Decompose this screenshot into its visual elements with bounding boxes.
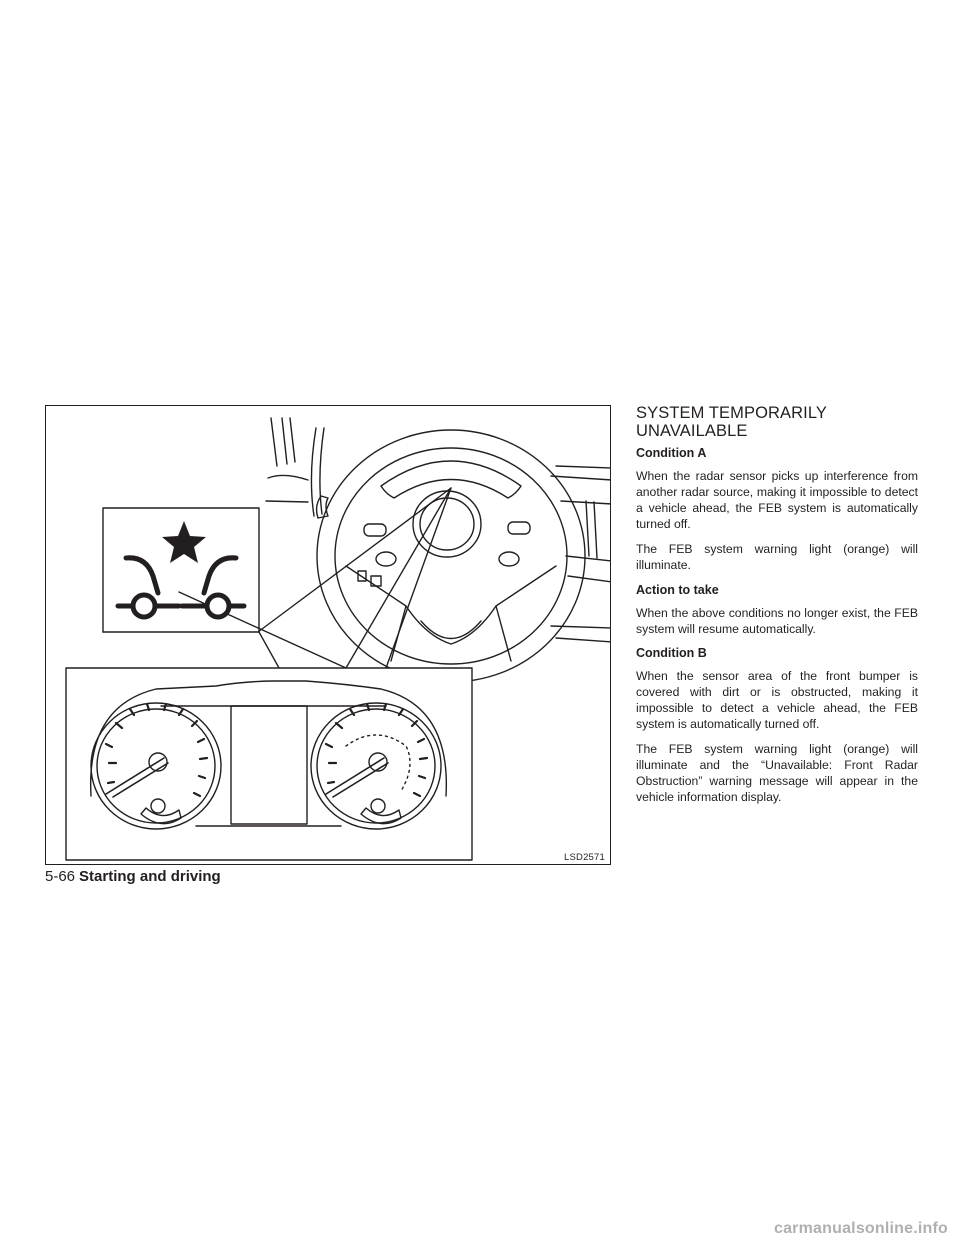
figure-code: LSD2571: [561, 852, 607, 863]
paragraph: When the above conditions no longer exis…: [636, 605, 918, 636]
paragraph: When the radar sensor picks up interfere…: [636, 469, 918, 532]
heading-action-to-take: Action to take: [636, 582, 719, 597]
text-blocks: Condition A When the radar sensor picks …: [636, 446, 918, 806]
instrument-cluster: [65, 667, 473, 861]
footer-section-name: Starting and driving: [79, 868, 221, 885]
cockpit-illustration: [65, 417, 610, 861]
section-content: SYSTEM TEMPORARILY UNAVAILABLE Condition…: [636, 404, 918, 815]
illustration-figure: LSD2571: [45, 405, 611, 865]
paragraph: When the sensor area of the front bumper…: [636, 668, 918, 732]
paragraph: The FEB system warning light (orange) wi…: [636, 542, 918, 573]
page-number: 5-66: [45, 868, 76, 885]
steering-wheel: [315, 429, 586, 683]
watermark: carmanualsonline.info: [773, 1220, 948, 1237]
heading-condition-a: Condition A: [636, 446, 707, 460]
warning-symbol-inset: [102, 487, 452, 669]
section-title: SYSTEM TEMPORARILY UNAVAILABLE: [636, 404, 827, 440]
paragraph: The FEB system warning light (orange) wi…: [636, 742, 918, 805]
heading-condition-b: Condition B: [636, 645, 707, 660]
dashboard-lines: [265, 417, 610, 643]
